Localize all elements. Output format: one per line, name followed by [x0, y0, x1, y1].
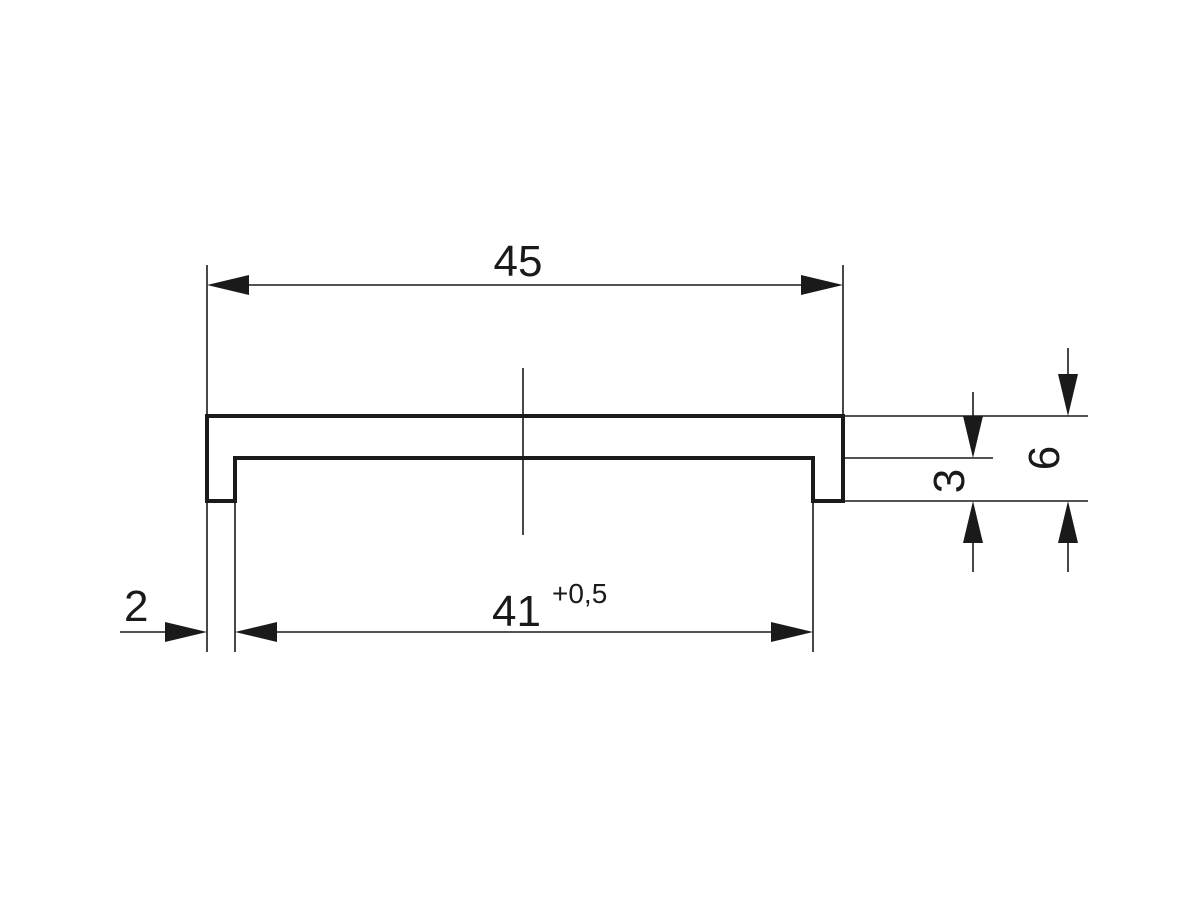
arrow-overall-height-top — [1058, 374, 1078, 416]
arrow-inner-width-right — [771, 622, 813, 642]
arrow-inner-width-left — [235, 622, 277, 642]
dimension-label-groove-depth: 3 — [925, 469, 974, 493]
arrow-overall-width-left — [207, 275, 249, 295]
arrow-wall-thickness — [165, 622, 207, 642]
channel-profile-outline — [205, 414, 845, 503]
arrow-overall-height-bottom — [1058, 501, 1078, 543]
arrow-groove-depth-bottom — [963, 501, 983, 543]
dimension-label-inner-width: 41 — [492, 587, 541, 636]
dimension-label-overall-width: 45 — [494, 237, 543, 286]
dimension-label-wall-thickness: 2 — [124, 582, 148, 631]
arrow-groove-depth-top — [963, 416, 983, 458]
arrow-overall-width-right — [801, 275, 843, 295]
dimension-label-inner-width-tolerance: +0,5 — [552, 578, 607, 609]
dimension-label-overall-height: 6 — [1020, 446, 1069, 470]
